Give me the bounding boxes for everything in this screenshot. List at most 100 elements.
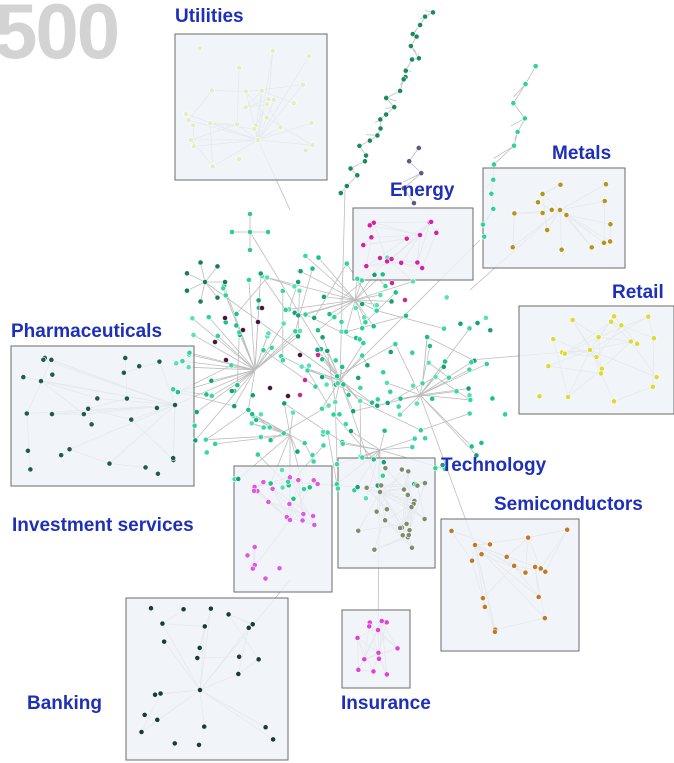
core-edge [317,299,356,331]
company-node [324,348,331,354]
company-node-retail [649,383,656,390]
company-node [184,270,190,277]
company-node [279,467,285,473]
satellite-edge [204,266,218,283]
company-node-semiconductors [542,568,549,575]
company-node [387,349,394,355]
company-node [377,292,384,298]
company-node-utilities [242,104,249,111]
company-node [352,305,359,311]
core-edge [350,430,381,451]
company-node [319,334,326,341]
company-node [208,392,215,399]
company-node [343,260,350,267]
company-node [400,185,407,192]
cluster-hub-metals [557,207,563,213]
company-node [312,383,319,390]
company-node [331,314,338,321]
core-edge [193,334,256,371]
company-node [413,400,420,407]
company-node-pharmaceuticals [122,355,129,361]
company-node-banking [152,691,158,698]
core-edge [237,369,256,386]
core-edge [362,449,381,458]
company-node [338,319,345,325]
company-node [279,357,286,364]
company-node [260,424,267,431]
core-edge [354,299,363,329]
company-node [441,325,447,332]
company-node [490,206,497,212]
core-edge [215,434,291,445]
core-edge [323,296,356,301]
company-node [354,172,361,179]
company-node-technology [384,506,390,513]
company-node-investment [269,485,276,492]
company-node-technology [398,466,405,473]
company-node [361,314,368,321]
company-node [362,158,368,165]
core-edge [322,337,341,381]
company-node [482,315,489,321]
company-node-utilities [299,81,306,88]
company-node [415,145,422,151]
satellite-edge [200,281,206,302]
core-edge [354,299,374,327]
label-insurance: Insurance [341,693,431,714]
company-node [377,255,383,261]
label-semiconductors: Semiconductors [494,494,643,515]
company-node [457,320,464,327]
company-node [409,56,415,63]
company-node [410,382,417,389]
company-node-retail [565,394,571,400]
company-node [233,311,240,317]
company-node [279,484,286,491]
company-node-utilities [191,143,197,150]
company-node-technology [409,544,415,551]
company-node-metals [548,207,555,213]
company-node-insurance [376,655,382,662]
company-node-investment [311,522,318,528]
company-node [532,63,539,70]
sector-box-utilities [174,33,328,181]
company-node [422,435,429,442]
company-node-metals [509,244,516,251]
label-metals: Metals [552,143,612,164]
company-node [356,336,363,343]
satellite-edge [186,281,206,292]
company-node [417,427,424,434]
company-node [266,424,273,431]
company-node [203,449,210,456]
company-node [468,443,475,450]
company-node-utilities [269,47,276,54]
company-node [364,362,371,369]
company-node-technology [405,532,412,538]
cluster-hub-technology [377,489,383,495]
company-node-banking [196,742,202,748]
cluster-hub-utilities [255,137,261,143]
label-retail: Retail [612,282,664,303]
company-node-pharmaceuticals [40,356,47,363]
cluster-hub-pharmaceuticals [172,402,178,408]
company-node-investment [300,511,307,517]
company-node-semiconductors [469,557,475,564]
company-node-utilities [196,45,203,52]
sector-box-metals [482,167,626,269]
company-node-technology [371,546,378,553]
company-node-insurance [375,649,382,656]
company-node [432,465,439,472]
core-edge [231,364,256,371]
company-node [411,435,418,442]
core-edge [419,363,487,396]
company-node [173,360,180,367]
company-node [379,271,386,278]
company-node [229,229,235,235]
company-node [298,363,305,370]
company-node [192,437,199,444]
company-node-banking [171,740,178,747]
core-edge [189,352,256,371]
core-edge [354,278,358,301]
company-node [306,362,312,369]
